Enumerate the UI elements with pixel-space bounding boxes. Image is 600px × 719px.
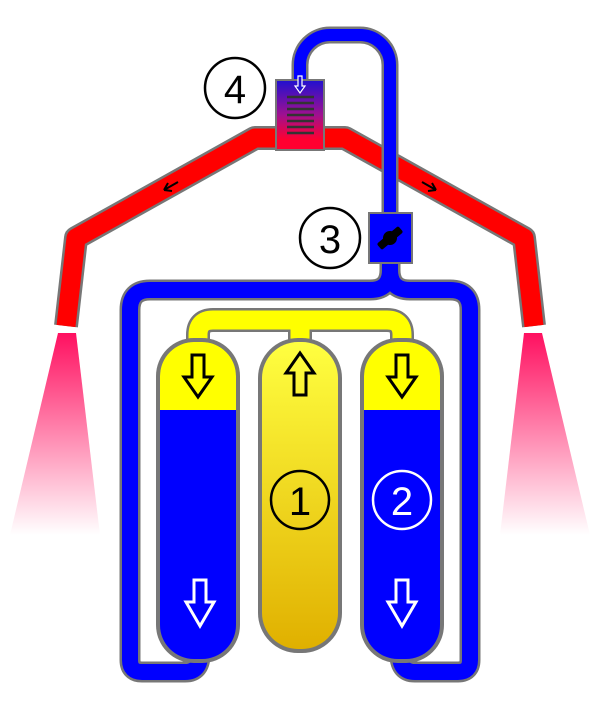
svg-text:3: 3	[319, 218, 341, 262]
down-arrow-icon	[293, 75, 307, 95]
label-4: 4	[203, 56, 267, 120]
butterfly-valve-icon	[377, 226, 403, 250]
down-arrow-icon	[183, 578, 217, 629]
flow-arrow-right-icon	[421, 181, 437, 192]
down-arrow-icon	[385, 578, 419, 629]
fuel-pipes	[119, 26, 481, 683]
flow-arrow-left-icon	[163, 181, 179, 192]
label-2: 2	[371, 469, 433, 531]
svg-text:4: 4	[224, 68, 246, 112]
exhaust-plume-left	[10, 333, 100, 535]
label-3: 3	[298, 206, 362, 270]
oxidizer-tank-left	[156, 338, 240, 663]
valve	[368, 212, 413, 264]
svg-text:2: 2	[391, 480, 413, 524]
down-arrow-icon	[385, 353, 419, 400]
svg-text:1: 1	[289, 480, 311, 524]
combustion-chamber	[258, 338, 342, 653]
heat-exchanger	[275, 75, 325, 151]
up-arrow-icon	[283, 350, 317, 397]
down-arrow-icon	[181, 353, 215, 400]
exhaust-plume-right	[500, 333, 590, 535]
label-1: 1	[269, 469, 331, 531]
